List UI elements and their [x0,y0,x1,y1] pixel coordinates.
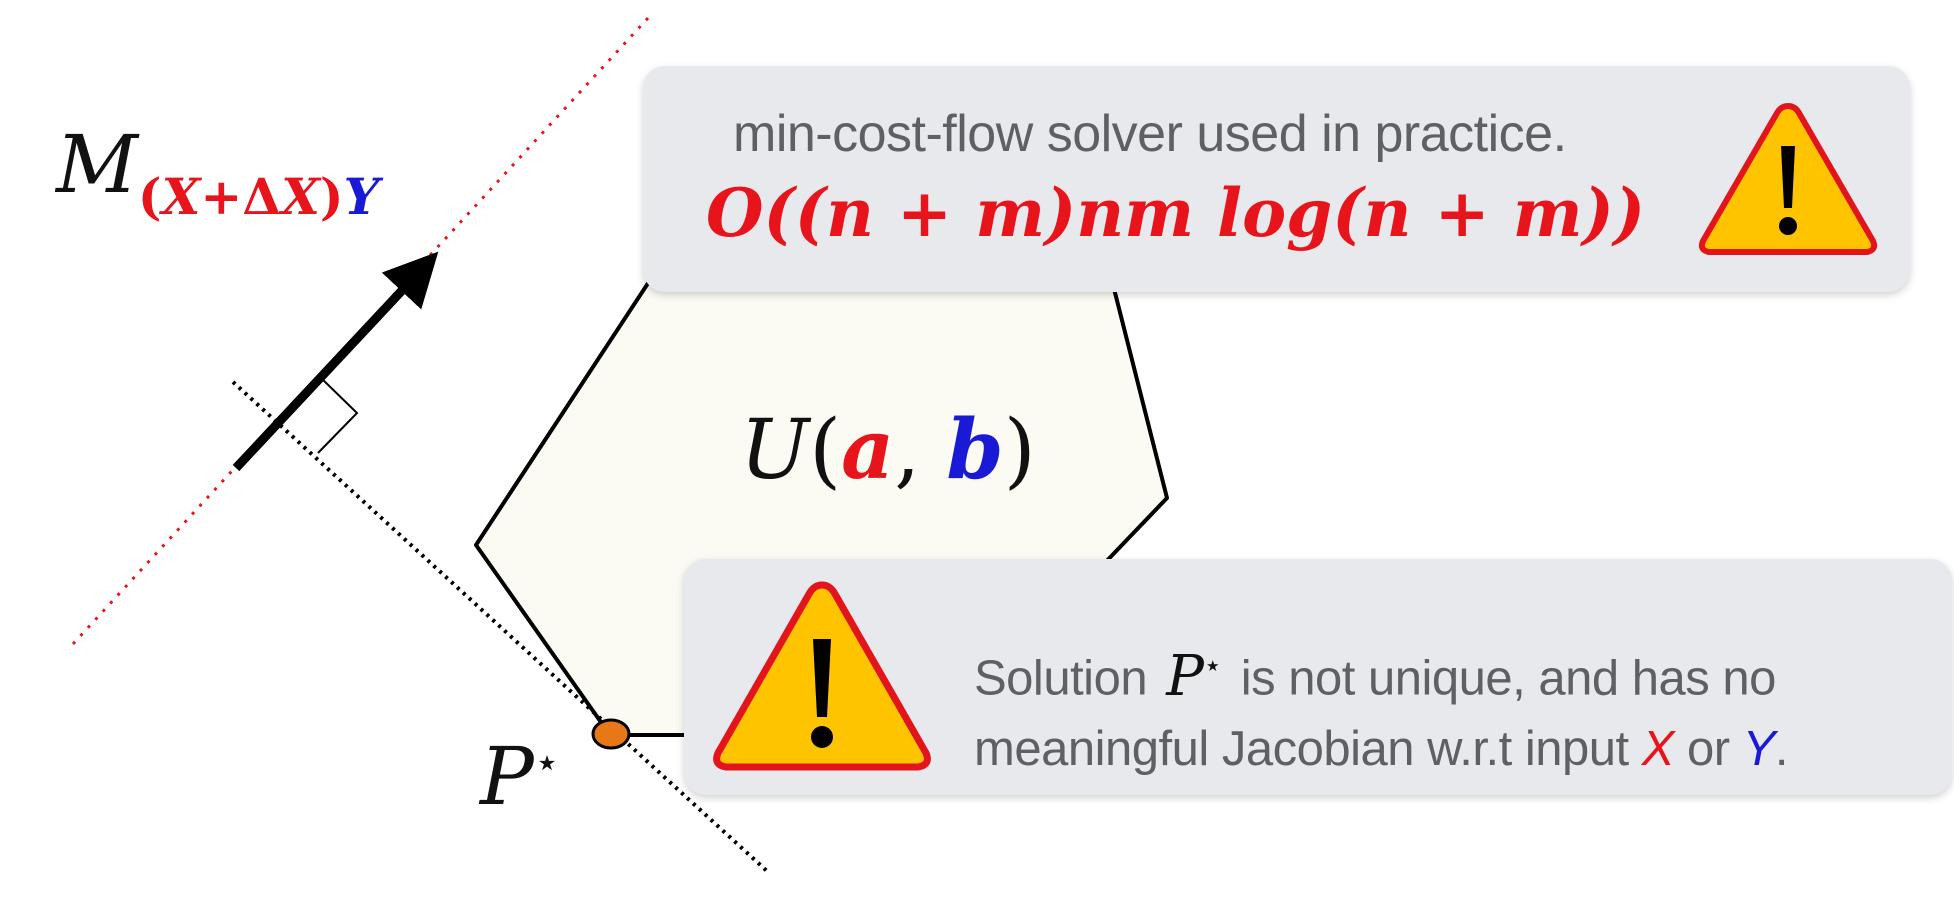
u-b: b [946,402,1004,498]
note-line-1: Solution P⋆ is not unique, and has no [974,631,1788,714]
u-a: a [841,402,895,498]
y-variable: Y [1742,721,1776,776]
gradient-arrow [232,251,439,472]
m-subscript: (X+ΔX)Y [138,167,379,226]
p-star-symbol: P⋆ [1160,644,1227,709]
label-p-star: P⋆ [480,730,560,823]
uniqueness-callout: Solution P⋆ is not unique, and has no me… [684,559,1952,795]
m-sub-y: Y [343,167,380,226]
label-m-cost-matrix: M(X+ΔX)Y [56,118,379,226]
solver-note: min-cost-flow solver used in practice. [733,105,1567,163]
m-sub-close: ) [319,167,344,226]
m-sub-x: X [161,167,201,226]
note-suffix: is not unique, and has no [1240,651,1777,706]
x-variable: X [1641,721,1675,776]
uniqueness-note: Solution P⋆ is not unique, and has no me… [974,631,1789,784]
u-open: ( [809,403,842,498]
u-symbol: U [740,403,810,498]
m-sub-open: ( [137,167,162,226]
note-line-2: meaningful Jacobian w.r.t input X or Y. [974,714,1789,784]
complexity-callout: min-cost-flow solver used in practice. O… [643,66,1910,292]
optimum-point-marker [591,718,631,750]
p-sup: ⋆ [533,737,561,787]
supporting-hyperplane-line [231,380,770,874]
p-star-sup: ⋆ [1203,648,1222,683]
u-close: ) [1003,403,1036,498]
m-sub-x2: X [281,167,320,226]
or-word: or [1687,721,1730,776]
m-sub-plus-delta: +Δ [200,167,282,226]
label-u-polytope: U(a, b) [740,402,1036,498]
warning-triangle-icon [1698,103,1878,255]
m-symbol: M [56,118,138,211]
u-comma: , [894,403,947,498]
period: . [1774,721,1789,776]
complexity-formula: O((n + m)nm log(n + m)) [706,174,1646,252]
p-star-letter: P [1166,643,1204,709]
warning-triangle-icon [713,581,931,771]
note-prefix: Solution [974,651,1148,706]
p-symbol: P [480,730,534,823]
right-angle-marker [317,376,359,454]
note-line2-prefix: meaningful Jacobian w.r.t input [974,721,1629,776]
